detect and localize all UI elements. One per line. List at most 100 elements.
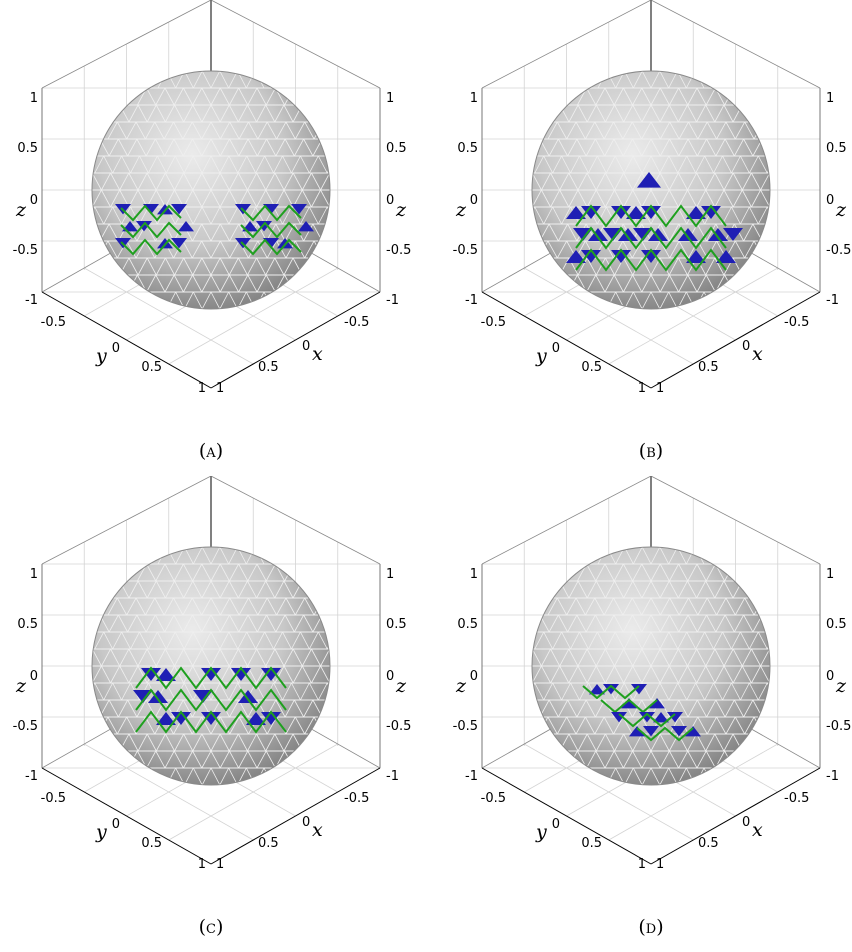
highlight-face (566, 250, 586, 263)
mesh-edge (659, 580, 670, 599)
mesh-edge (779, 666, 788, 683)
mesh-edge (757, 206, 768, 225)
mesh-edge (660, 597, 671, 616)
mesh-edge (127, 699, 138, 718)
mesh-edge (577, 648, 588, 667)
mesh-edge (605, 206, 616, 225)
mesh-edge (669, 597, 680, 616)
x-tick-label: 0.5 (258, 360, 279, 375)
mesh-edge (632, 699, 643, 718)
mesh-edge (771, 224, 780, 241)
mesh-edge (94, 631, 105, 650)
mesh-edge (706, 614, 717, 633)
mesh-edge (659, 223, 670, 242)
highlight-edge (120, 221, 182, 239)
x-tick-label: 0 (742, 815, 750, 830)
axis-line (481, 0, 652, 89)
mesh-edge (229, 87, 239, 106)
mesh-edge (192, 291, 203, 309)
mesh-edge (595, 189, 606, 208)
mesh-edge (731, 155, 741, 174)
mesh-edge (696, 614, 707, 633)
mesh-edge (705, 189, 716, 208)
mesh-edge (127, 138, 138, 157)
highlight-edge (120, 204, 182, 222)
mesh-edge (613, 121, 624, 140)
mesh-edge (705, 563, 716, 582)
mesh-edge (237, 206, 248, 225)
mesh-edge (659, 155, 670, 174)
mesh-edge (586, 274, 597, 293)
mesh-edge (128, 172, 139, 191)
mesh-edge (248, 121, 259, 140)
mesh-edge (192, 614, 203, 633)
mesh-edge (237, 155, 248, 174)
mesh-edge (705, 104, 716, 123)
mesh-edge (210, 648, 221, 667)
highlight-edge (135, 688, 287, 712)
mesh-edge (568, 580, 579, 599)
mesh-edge (705, 750, 716, 769)
mesh (92, 547, 340, 785)
mesh-edge (121, 155, 131, 174)
mesh-edge (308, 155, 319, 174)
mesh-edge (283, 733, 294, 752)
mesh-edge (303, 614, 314, 633)
highlight-face (171, 238, 187, 249)
mesh-edge (303, 699, 314, 718)
mesh-edge (595, 172, 606, 191)
mesh-edge (304, 240, 315, 259)
x-tick-label: 0.5 (698, 836, 719, 851)
mesh-edge (556, 240, 568, 259)
mesh-edge (659, 614, 670, 633)
mesh-edge (210, 580, 221, 599)
mesh-edge (687, 665, 698, 684)
mesh-edge (119, 665, 130, 684)
mesh-edge (734, 121, 746, 140)
mesh-edge (632, 547, 643, 565)
mesh-edge (723, 104, 734, 123)
mesh-edge (210, 767, 221, 785)
mesh-edge (706, 121, 717, 140)
mesh-edge (146, 257, 157, 276)
mesh-edge (705, 257, 716, 276)
mesh-edge (164, 274, 175, 293)
mesh-edge (734, 699, 744, 718)
mesh-edge (696, 172, 707, 191)
mesh-edge (613, 87, 624, 106)
highlight-face (263, 238, 279, 249)
mesh-edge (174, 172, 184, 191)
mesh-edge (632, 648, 643, 667)
mesh-edge (632, 750, 643, 769)
mesh-edge (678, 138, 689, 157)
mesh-edge (116, 597, 128, 616)
mesh-edge (678, 240, 689, 259)
mesh-edge (183, 155, 194, 174)
mesh-edge (183, 172, 194, 191)
mesh-edge (323, 597, 330, 616)
mesh-edge (94, 206, 105, 225)
mesh-edge (331, 700, 340, 717)
z-tick-label: -0.5 (13, 719, 38, 734)
x-tick-label: 0 (302, 339, 310, 354)
mesh-edge (632, 172, 643, 191)
mesh-edge (201, 614, 212, 633)
mesh-edge (669, 138, 680, 157)
mesh-edge (596, 631, 607, 650)
mesh-edge (146, 733, 157, 752)
mesh-edge (313, 121, 324, 140)
mesh-edge (164, 172, 175, 191)
y-tick-label: 1 (638, 857, 646, 872)
z-tick-label: 1 (386, 91, 394, 106)
mesh-edge (677, 733, 688, 752)
mesh-edge (763, 597, 770, 616)
mesh-edge (579, 682, 589, 701)
highlight-face (649, 698, 665, 709)
mesh-edge (210, 631, 221, 650)
x-tick-label: -0.5 (344, 791, 369, 806)
mesh-edge (705, 87, 716, 106)
mesh-edge (247, 563, 258, 582)
axis-line (650, 767, 821, 865)
mesh-edge (265, 648, 276, 667)
